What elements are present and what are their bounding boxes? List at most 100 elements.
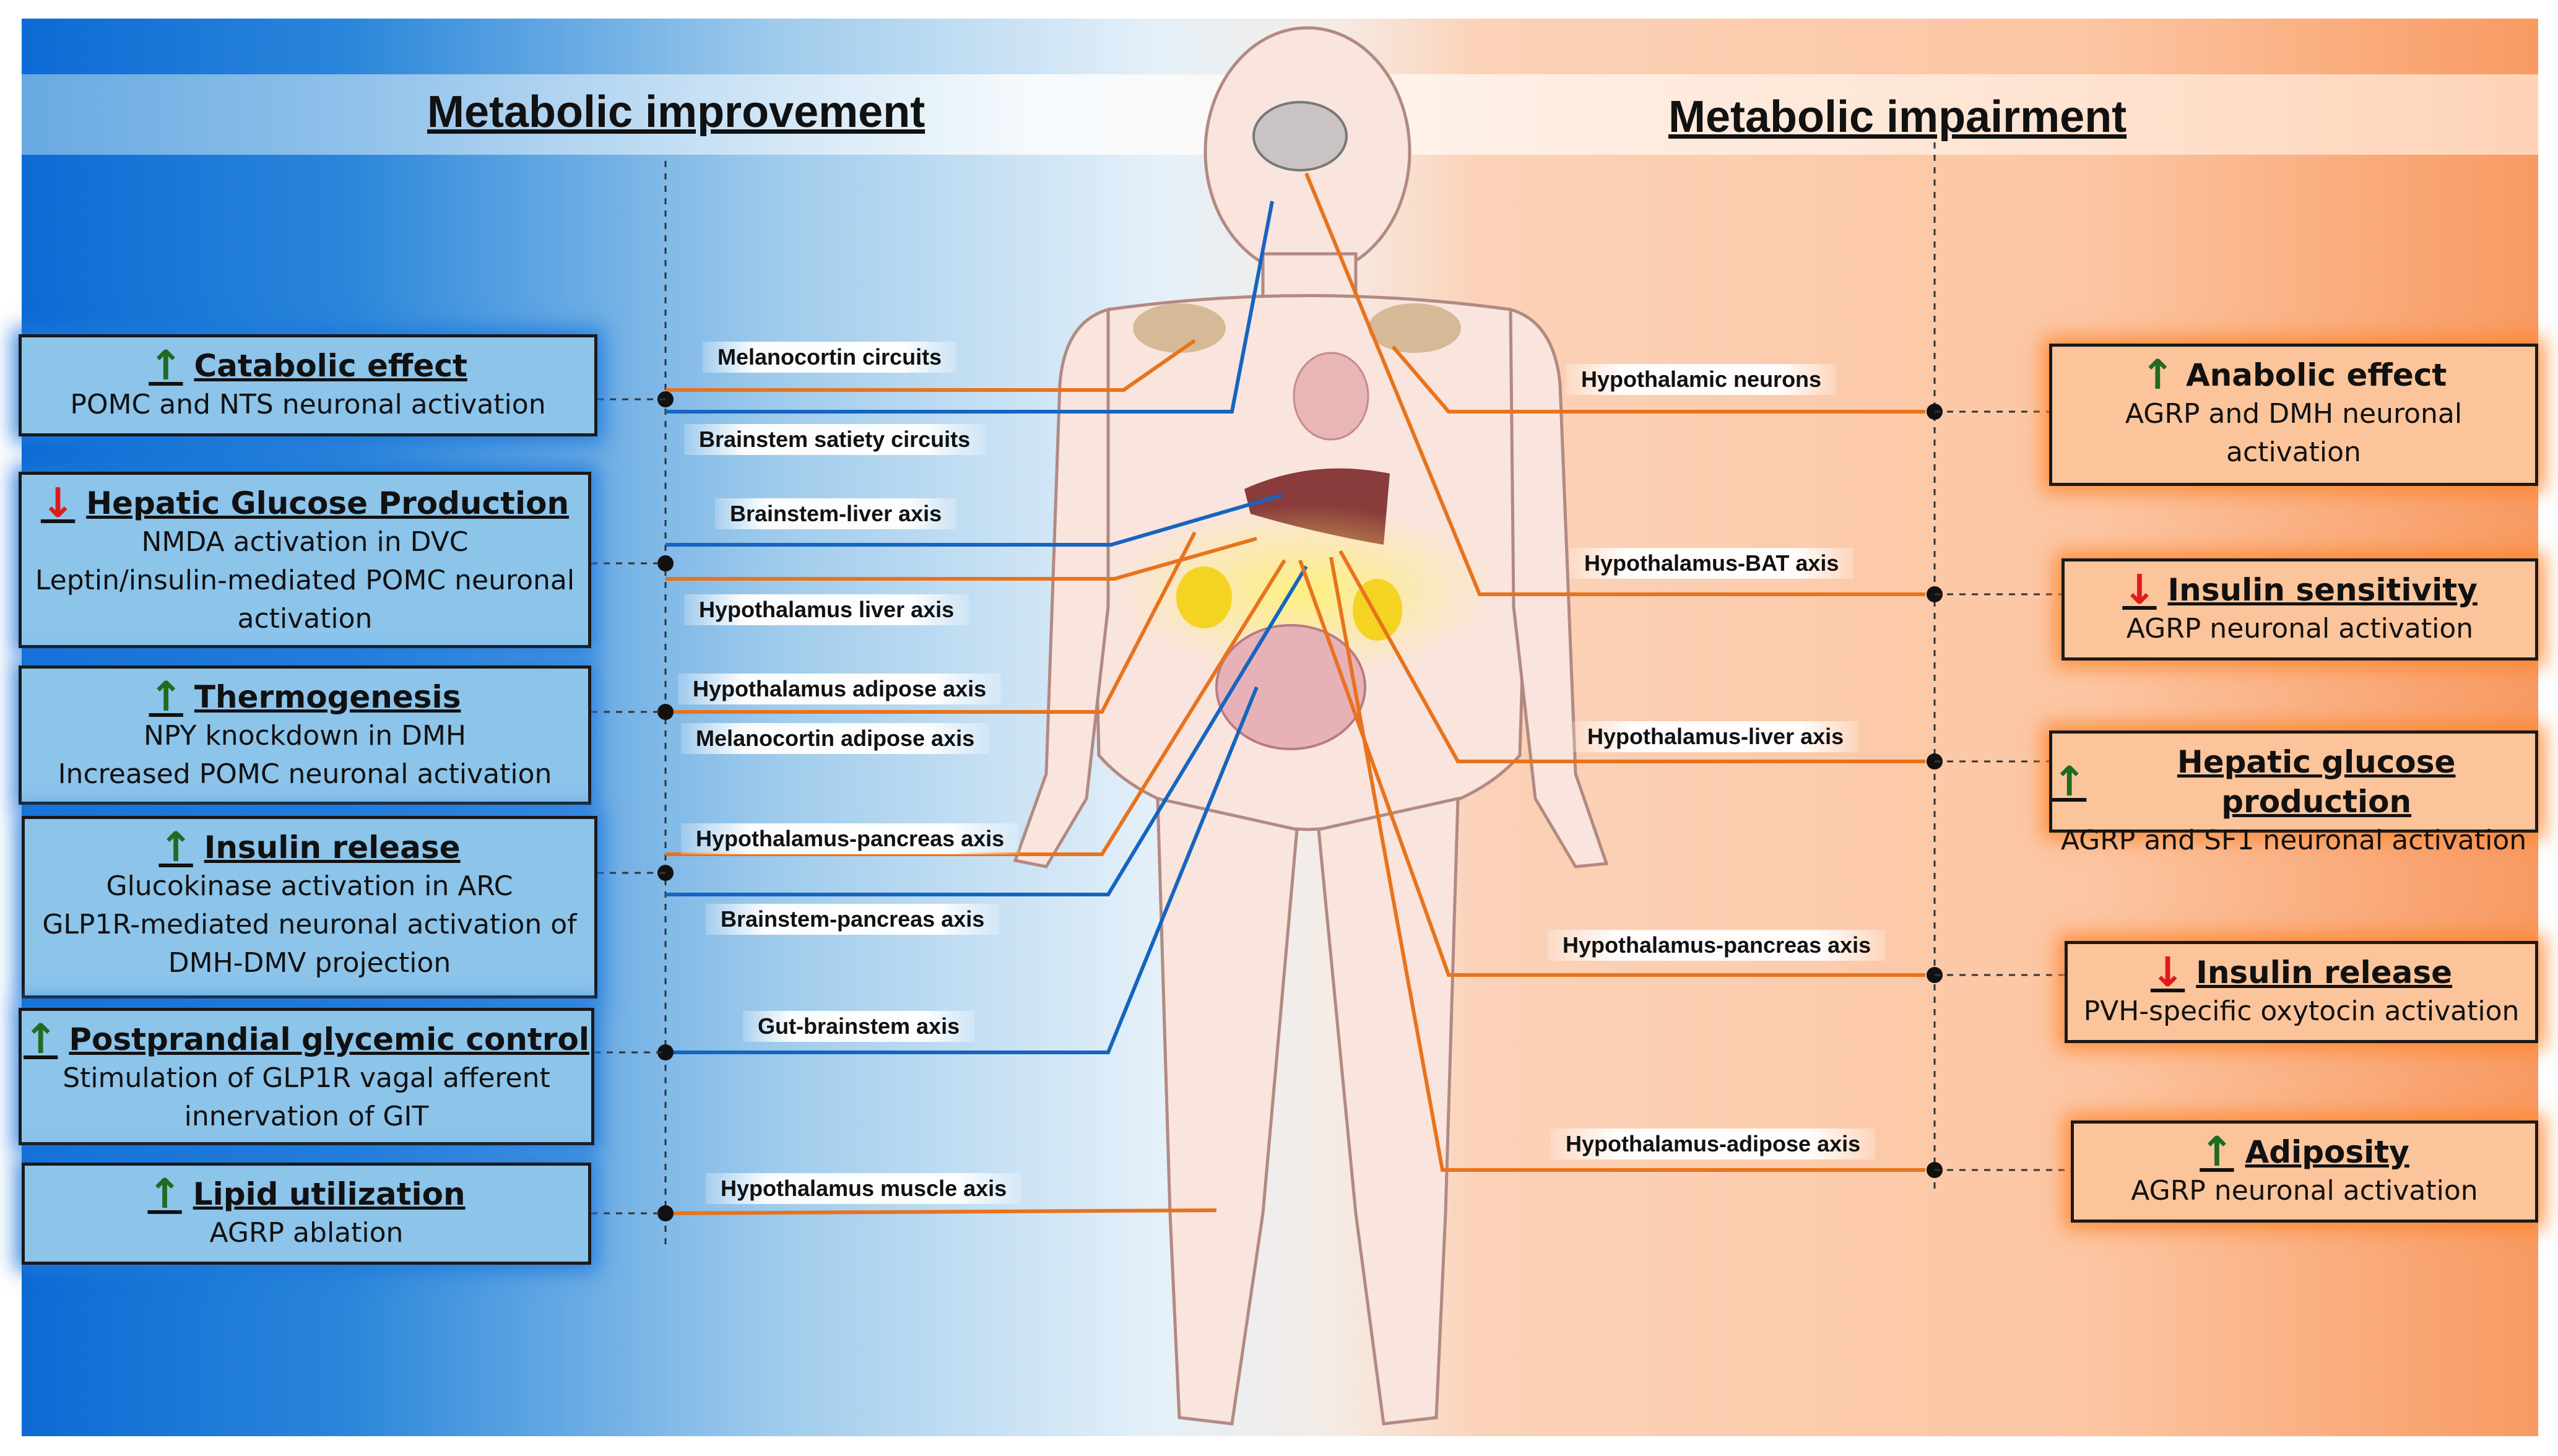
box-title: ↑Adiposity xyxy=(2074,1132,2535,1172)
box-title: ↑Thermogenesis xyxy=(22,677,588,717)
brain xyxy=(1252,101,1348,171)
connector-hypothalamus-adipose xyxy=(666,531,1197,714)
box-title-text: Thermogenesis xyxy=(194,679,461,715)
visceral-fat-left xyxy=(1176,566,1232,628)
connector-hypothalamus-muscle xyxy=(665,1208,1217,1215)
axis-label-hypothalamic-neurons: Hypothalamic neurons xyxy=(1566,364,1837,395)
axis-label-hypothalamus-bat-axis: Hypothalamus-BAT axis xyxy=(1569,548,1854,579)
connector-hypothalamus-adipose-right xyxy=(1329,557,1925,1172)
box-lipid-utilization: ↑Lipid utilization AGRP ablation xyxy=(22,1163,591,1265)
box-title: ↑ Anabolic effect xyxy=(2052,351,2535,399)
right-panel-title: Metabolic impairment xyxy=(1668,92,2127,142)
box-title: ↑ Insulin release xyxy=(25,823,594,871)
box-catabolic-effect: ↑ Catabolic effect POMC and NTS neuronal … xyxy=(19,334,597,436)
box-desc-line: AGRP neuronal activation xyxy=(2126,613,2474,644)
heart xyxy=(1293,352,1369,441)
connector-brainstem-satiety xyxy=(666,201,1274,414)
box-title-text: Insulin release xyxy=(204,830,461,865)
axis-label-hypothalamus-adipose-axis-right: Hypothalamus-adipose axis xyxy=(1551,1129,1876,1159)
up-arrow-icon: ↑ xyxy=(2140,351,2175,399)
box-desc-line: PVH-specific oxytocin activation xyxy=(2083,995,2520,1027)
up-arrow-icon: ↑ xyxy=(2200,1128,2234,1176)
connector-hypothalamus-liver-right xyxy=(1338,550,1925,763)
box-desc-line: NMDA activation in DVC xyxy=(141,526,469,558)
connector-hypothalamus-liver xyxy=(666,537,1257,581)
left-connectors xyxy=(665,201,1308,1215)
box-title: ↓ Hepatic Glucose Production xyxy=(22,479,588,527)
box-title-text: Hepatic Glucose Production xyxy=(86,485,570,521)
right-arm xyxy=(1509,307,1609,869)
axis-label-hypothalamus-pancreas-axis-right: Hypothalamus-pancreas axis xyxy=(1548,930,1886,961)
right-connectors xyxy=(1298,172,1925,1172)
left-leg xyxy=(1156,796,1299,1426)
box-desc-line: AGRP and DMH neuronal xyxy=(2125,398,2463,430)
box-postprandial-glycemic-control: ↑Postprandial glycemic control Stimulati… xyxy=(19,1008,594,1145)
connector-brainstem-pancreas xyxy=(666,565,1308,896)
connector-brainstem-liver xyxy=(666,493,1282,547)
box-hepatic-glucose-production-right: ↑Hepatic glucose production AGRP and SF1… xyxy=(2049,730,2538,856)
box-title-text: Anabolic effect xyxy=(2185,357,2447,393)
up-arrow-icon: ↑ xyxy=(149,673,183,721)
down-arrow-icon: ↓ xyxy=(2122,566,2157,613)
box-desc-line: DMH-DMV projection xyxy=(168,947,451,979)
box-title: ↑ Catabolic effect xyxy=(22,342,594,389)
axis-label-hypothalamus-pancreas-axis: Hypothalamus-pancreas axis xyxy=(681,823,1020,854)
box-title: ↓Insulin sensitivity xyxy=(2065,570,2535,610)
axis-label-melanocortin-adipose-axis: Melanocortin adipose axis xyxy=(681,723,990,754)
up-arrow-icon: ↑ xyxy=(158,823,193,871)
axis-label-brainstem-satiety-circuits: Brainstem satiety circuits xyxy=(684,424,986,455)
connector-hypothalamus-pancreas-right xyxy=(1298,559,1925,977)
box-desc-line: Stimulation of GLP1R vagal afferent xyxy=(63,1062,550,1094)
up-arrow-icon: ↑ xyxy=(147,1170,182,1218)
box-title-text: Insulin release xyxy=(2196,955,2453,990)
shoulder-fat-left xyxy=(1133,303,1226,353)
axis-label-brainstem-pancreas-axis: Brainstem-pancreas axis xyxy=(706,904,1000,935)
shoulder-fat-right xyxy=(1368,303,1461,353)
down-arrow-icon: ↓ xyxy=(40,479,76,527)
axis-label-brainstem-liver-axis: Brainstem-liver axis xyxy=(715,498,957,529)
box-hepatic-glucose-production: ↓ Hepatic Glucose Production NMDA activat… xyxy=(19,472,591,648)
down-arrow-icon: ↓ xyxy=(2150,948,2185,996)
up-arrow-icon: ↑ xyxy=(2052,758,2087,805)
box-desc-line: AGRP neuronal activation xyxy=(2131,1175,2478,1207)
up-arrow-icon: ↑ xyxy=(149,342,183,389)
axis-label-gut-brainstem-axis: Gut-brainstem axis xyxy=(743,1011,975,1042)
box-desc-line: GLP1R-mediated neuronal activation of xyxy=(42,909,577,940)
box-thermogenesis: ↑Thermogenesis NPY knockdown in DMH Incr… xyxy=(19,665,591,805)
box-anabolic-effect: ↑ Anabolic effect AGRP and DMH neuronal a… xyxy=(2049,344,2538,486)
box-title: ↓ Insulin release xyxy=(2068,948,2535,996)
connector-hypothalamic-neurons xyxy=(1391,345,1925,414)
box-desc-line: activation xyxy=(2226,436,2361,468)
axis-label-hypothalamus-muscle-axis: Hypothalamus muscle axis xyxy=(706,1173,1022,1204)
box-insulin-release-right: ↓ Insulin release PVH-specific oxytocin a… xyxy=(2065,941,2538,1043)
connector-hypothalamus-pancreas xyxy=(666,559,1286,856)
left-panel-title: Metabolic improvement xyxy=(427,87,926,137)
box-insulin-sensitivity: ↓Insulin sensitivity AGRP neuronal activ… xyxy=(2062,558,2538,661)
box-title-text: Insulin sensitivity xyxy=(2167,572,2478,608)
box-leaders xyxy=(591,398,2071,1215)
box-desc-line: activation xyxy=(237,603,373,635)
box-title: ↑Lipid utilization xyxy=(25,1170,588,1218)
box-title: ↑ Hepatic glucose production xyxy=(2052,742,2535,821)
box-title-text: Postprandial glycemic control xyxy=(69,1021,589,1057)
box-desc-line: innervation of GIT xyxy=(184,1101,429,1132)
box-desc-line: Leptin/insulin-mediated POMC neuronal xyxy=(35,565,575,596)
box-desc-line: Glucokinase activation in ARC xyxy=(106,870,513,902)
box-desc-line: Increased POMC neuronal activation xyxy=(58,758,552,790)
box-adiposity: ↑Adiposity AGRP neuronal activation xyxy=(2071,1120,2538,1223)
yellow-fat-glow xyxy=(1114,505,1498,678)
axis-label-hypothalamus-liver-axis: Hypothalamus liver axis xyxy=(684,594,969,625)
box-title: ↑Postprandial glycemic control xyxy=(22,1019,591,1060)
connector-hypothalamus-bat xyxy=(1304,172,1925,596)
organs-illustration xyxy=(1114,101,1498,750)
box-title-text: Hepatic glucose production xyxy=(2177,744,2456,820)
axis-label-hypothalamus-adipose-axis: Hypothalamus adipose axis xyxy=(678,674,1002,704)
box-desc-line: NPY knockdown in DMH xyxy=(143,720,467,752)
box-desc-line: AGRP ablation xyxy=(209,1217,404,1249)
box-title-text: Adiposity xyxy=(2245,1134,2409,1170)
left-guide-dots xyxy=(657,391,674,1221)
box-title-text: Catabolic effect xyxy=(194,348,467,384)
box-insulin-release: ↑ Insulin release Glucokinase activation … xyxy=(22,816,597,999)
box-desc-line: POMC and NTS neuronal activation xyxy=(70,389,546,420)
